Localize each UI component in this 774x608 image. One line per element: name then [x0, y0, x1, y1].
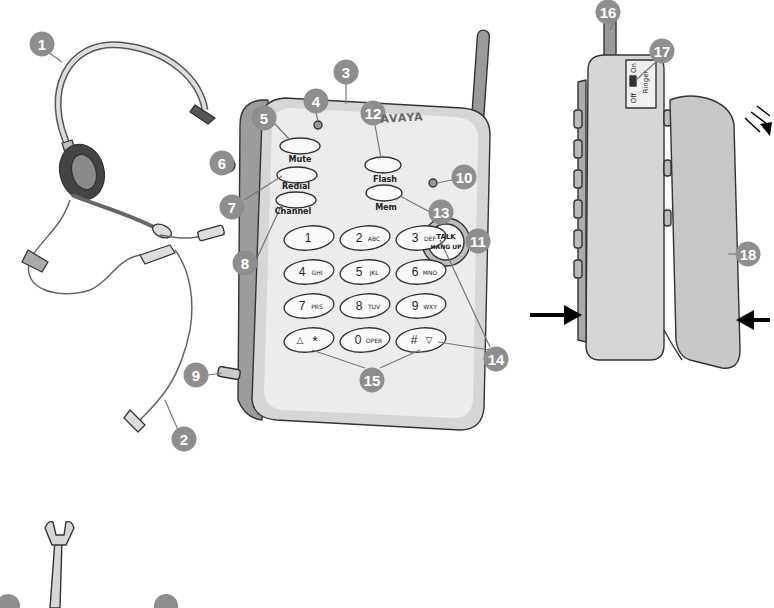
callout-number: 11: [466, 229, 491, 254]
small-label: Off: [631, 93, 638, 103]
key-label: *: [312, 334, 317, 348]
key-label: #: [411, 334, 418, 346]
callout-number: 3: [334, 60, 359, 85]
key-label: 6: [412, 266, 419, 278]
small-label: TUV: [368, 304, 380, 310]
handset: [217, 30, 490, 430]
small-label: ABC: [368, 236, 380, 242]
button-label: Channel: [275, 208, 312, 216]
callout-number: 10: [452, 165, 477, 190]
small-label: On: [631, 63, 638, 73]
callout-number: 16: [596, 0, 621, 25]
key-label: 3: [412, 232, 419, 244]
headset: [22, 45, 225, 432]
callout-number: 18: [736, 242, 761, 267]
callout-number: 17: [650, 39, 675, 64]
small-label: DEF: [424, 236, 436, 242]
button-label: Mem: [375, 204, 397, 212]
key-label: 0: [355, 334, 362, 346]
small-label: △: [297, 336, 304, 345]
button-label: Mute: [289, 156, 312, 164]
callout-number: 9: [184, 363, 209, 388]
leader-lines: [48, 22, 736, 430]
key-label: 9: [412, 300, 419, 312]
small-label: GHI: [312, 270, 323, 276]
key-label: 1: [305, 232, 312, 244]
key-label: 4: [299, 266, 306, 278]
callout-number: 1: [30, 32, 55, 57]
callout-number: 5: [252, 106, 277, 131]
callout-number: 4: [304, 89, 329, 114]
button-label: HANG UP: [431, 244, 462, 250]
logo-text: AVAYA: [380, 111, 424, 124]
callout-number: 6: [210, 151, 235, 176]
button-label: Redial: [282, 183, 310, 191]
callout-number: 15: [360, 368, 385, 393]
key-label: 5: [356, 266, 363, 278]
key-label: 7: [299, 300, 306, 312]
small-label: OPER: [366, 338, 382, 344]
small-label: Ringer: [643, 71, 650, 94]
button-label: Flash: [373, 176, 397, 184]
callout-number: 2: [172, 427, 197, 452]
partial-clip: [0, 522, 178, 608]
key-label: 8: [356, 300, 363, 312]
small-label: WXY: [423, 304, 437, 310]
callout-number: 14: [484, 347, 509, 372]
side-view: [530, 2, 772, 368]
callout-number: 8: [233, 251, 258, 276]
callout-number: 13: [429, 200, 454, 225]
small-label: PRS: [311, 304, 323, 310]
small-label: ▽: [426, 336, 433, 345]
small-label: MNO: [423, 270, 437, 276]
callout-number: 7: [220, 195, 245, 220]
key-label: 2: [356, 232, 363, 244]
small-label: JKL: [369, 270, 378, 276]
button-label: TALK: [436, 234, 456, 241]
